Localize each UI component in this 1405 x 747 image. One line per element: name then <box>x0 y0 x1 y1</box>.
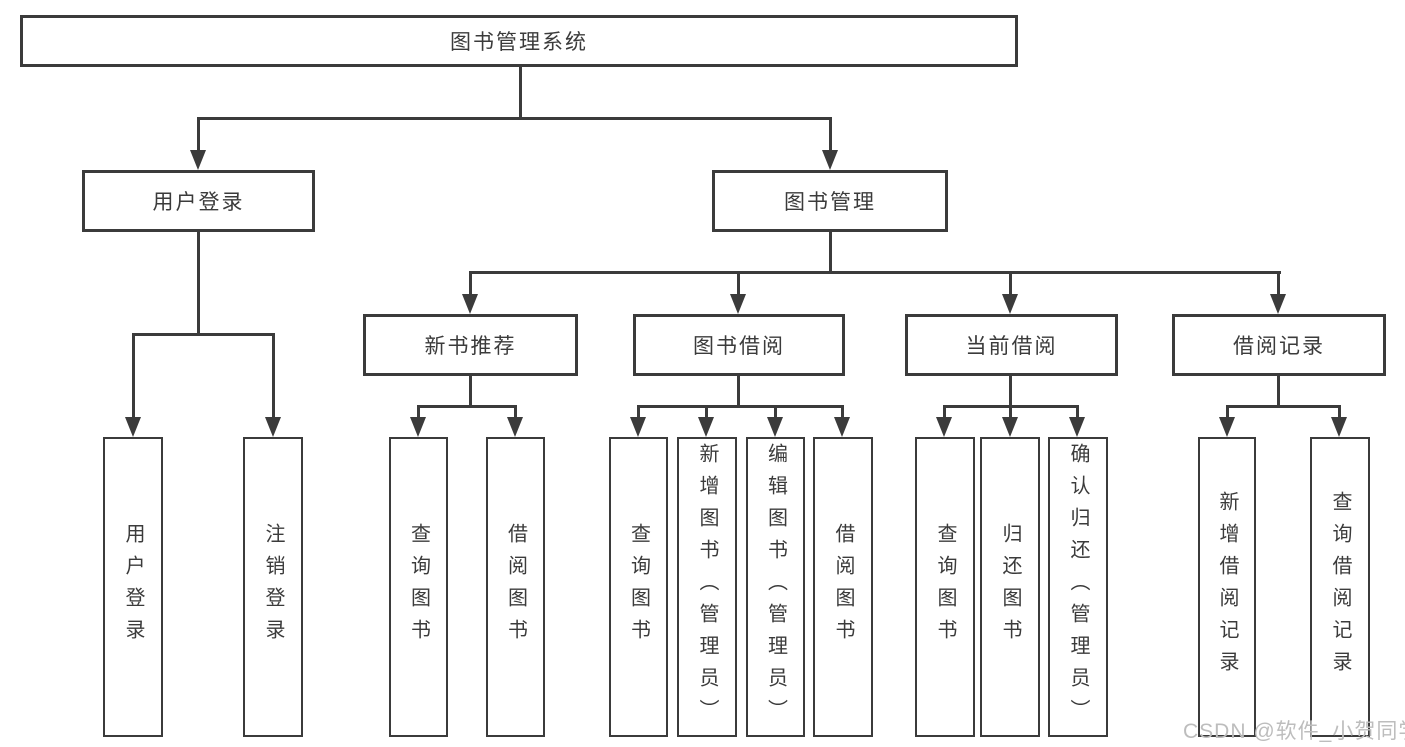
connector-line <box>943 405 946 417</box>
leaf-label: 新增图书（管理员） <box>696 443 718 731</box>
arrow-head <box>822 150 838 170</box>
leaf-return-books: 归还图书 <box>980 437 1040 737</box>
connector-line <box>1009 271 1012 294</box>
node-label: 借阅记录 <box>1233 335 1325 358</box>
leaf-query-books-3: 查询图书 <box>915 437 975 737</box>
leaf-add-borrow-record: 新增借阅记录 <box>1198 437 1256 737</box>
arrow-head <box>410 417 426 437</box>
connector-line <box>417 405 517 408</box>
connector-line <box>417 405 420 417</box>
leaf-edit-book-admin: 编辑图书（管理员） <box>746 437 805 737</box>
leaf-query-borrow-record: 查询借阅记录 <box>1310 437 1370 737</box>
arrow-head <box>1331 417 1347 437</box>
connector-line <box>737 271 740 294</box>
leaf-label: 确认归还（管理员） <box>1067 443 1089 731</box>
leaf-label: 用户登录 <box>122 523 144 651</box>
connector-line <box>197 230 200 336</box>
leaf-logout: 注销登录 <box>243 437 303 737</box>
node-label: 图书管理 <box>784 191 876 214</box>
connector-line <box>705 405 708 417</box>
arrow-head <box>936 417 952 437</box>
leaf-user-login: 用户登录 <box>103 437 163 737</box>
node-label: 图书借阅 <box>693 335 785 358</box>
connector-line <box>514 405 517 417</box>
connector-line <box>469 271 472 294</box>
leaf-label: 新增借阅记录 <box>1216 491 1238 683</box>
connector-line <box>829 117 832 150</box>
watermark: CSDN @软件_小贺同学 <box>1183 720 1405 743</box>
connector-line <box>197 117 832 120</box>
connector-line <box>132 333 135 417</box>
connector-line <box>1009 405 1012 417</box>
arrow-head <box>265 417 281 437</box>
node-label: 用户登录 <box>152 191 245 214</box>
connector-line <box>774 405 777 417</box>
connector-line <box>737 374 740 408</box>
leaf-label: 借阅图书 <box>832 523 854 651</box>
leaf-label: 归还图书 <box>999 523 1021 651</box>
connector-line <box>469 271 1281 274</box>
arrow-head <box>190 150 206 170</box>
node-book-management: 图书管理 <box>712 170 948 232</box>
node-label: 图书管理系统 <box>450 31 588 54</box>
connector-line <box>637 405 640 417</box>
connector-line <box>519 64 522 120</box>
connector-line <box>1009 374 1012 408</box>
arrow-head <box>730 294 746 314</box>
connector-line <box>197 117 200 150</box>
connector-line <box>637 405 844 408</box>
connector-line <box>272 333 275 417</box>
node-current-borrowing: 当前借阅 <box>905 314 1118 376</box>
node-label: 新书推荐 <box>424 335 517 358</box>
node-library-management-system: 图书管理系统 <box>20 15 1018 67</box>
leaf-borrow-books-2: 借阅图书 <box>813 437 873 737</box>
leaf-query-books-1: 查询图书 <box>389 437 448 737</box>
connector-line <box>132 333 275 336</box>
connector-line <box>841 405 844 417</box>
node-user-login: 用户登录 <box>82 170 315 232</box>
leaf-query-books-2: 查询图书 <box>609 437 668 737</box>
leaf-add-book-admin: 新增图书（管理员） <box>677 437 737 737</box>
node-label: 当前借阅 <box>965 335 1058 358</box>
node-book-borrowing: 图书借阅 <box>633 314 845 376</box>
connector-line <box>1076 405 1079 417</box>
leaf-label: 查询图书 <box>934 523 956 651</box>
node-borrowing-records: 借阅记录 <box>1172 314 1386 376</box>
arrow-head <box>1069 417 1085 437</box>
arrow-head <box>507 417 523 437</box>
leaf-borrow-books-1: 借阅图书 <box>486 437 545 737</box>
arrow-head <box>1219 417 1235 437</box>
leaf-label: 编辑图书（管理员） <box>764 443 787 731</box>
connector-line <box>1338 405 1341 417</box>
connector-line <box>1277 271 1280 294</box>
connector-line <box>469 374 472 408</box>
leaf-confirm-return-admin: 确认归还（管理员） <box>1048 437 1108 737</box>
arrow-head <box>1002 417 1018 437</box>
arrow-head <box>125 417 141 437</box>
leaf-label: 注销登录 <box>262 523 284 651</box>
arrow-head <box>1002 294 1018 314</box>
leaf-label: 查询图书 <box>407 523 430 651</box>
connector-line <box>1226 405 1229 417</box>
arrow-head <box>1270 294 1286 314</box>
arrow-head <box>462 294 478 314</box>
leaf-label: 借阅图书 <box>504 523 527 651</box>
leaf-label: 查询借阅记录 <box>1329 491 1351 683</box>
arrow-head <box>630 417 646 437</box>
arrow-head <box>767 417 783 437</box>
connector-line <box>1277 374 1280 408</box>
connector-line <box>829 230 832 273</box>
arrow-head <box>834 417 850 437</box>
node-new-book-recommendation: 新书推荐 <box>363 314 578 376</box>
arrow-head <box>698 417 714 437</box>
leaf-label: 查询图书 <box>627 523 650 651</box>
connector-line <box>1226 405 1341 408</box>
